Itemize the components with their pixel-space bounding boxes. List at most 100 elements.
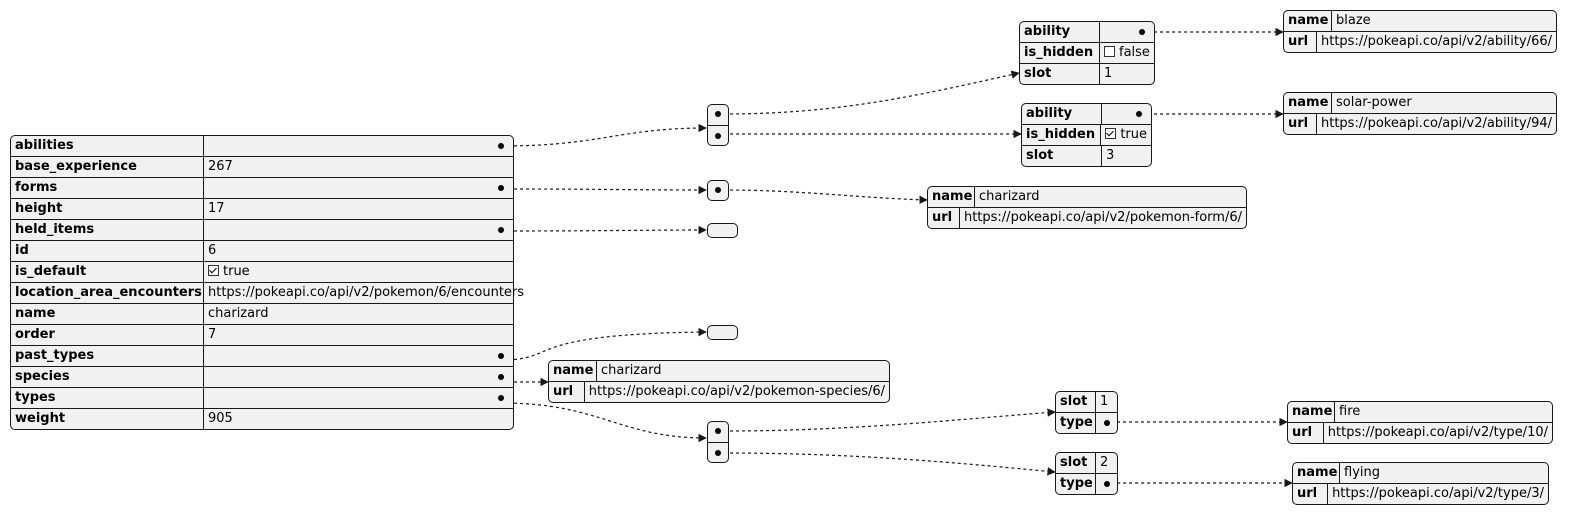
- row-name: name blaze: [1284, 11, 1556, 31]
- key-name: name: [1284, 93, 1332, 113]
- key-held-items: held_items: [11, 220, 204, 240]
- array-item[interactable]: [708, 105, 728, 125]
- link-dot[interactable]: [498, 395, 504, 401]
- connector-types-1: [723, 452, 1056, 476]
- row-url: url https://pokeapi.co/api/v2/ability/66…: [1284, 31, 1556, 52]
- key-slot: slot: [1056, 453, 1096, 473]
- forms-array: [707, 180, 729, 201]
- value-url: https://pokeapi.co/api/v2/ability/94/: [1320, 116, 1552, 131]
- ability-object-blaze: name blaze url https://pokeapi.co/api/v2…: [1283, 10, 1557, 53]
- root-row-forms: forms: [11, 177, 513, 198]
- link-dot[interactable]: [1104, 420, 1110, 426]
- link-dot[interactable]: [498, 185, 504, 191]
- link-dot[interactable]: [498, 374, 504, 380]
- root-row-past-types: past_types: [11, 345, 513, 366]
- value-height: 17: [208, 201, 225, 216]
- value-slot: 3: [1106, 148, 1115, 163]
- connector-types: [501, 402, 707, 443]
- link-dot[interactable]: [715, 187, 721, 193]
- root-row-order: order 7: [11, 324, 513, 345]
- key-types: types: [11, 388, 204, 408]
- key-weight: weight: [11, 409, 204, 429]
- value-type[interactable]: [1096, 413, 1117, 433]
- link-dot[interactable]: [715, 428, 721, 434]
- type-object-flying: name flying url https://pokeapi.co/api/v…: [1292, 462, 1549, 505]
- link-dot[interactable]: [1139, 29, 1145, 35]
- value-weight: 905: [208, 411, 233, 426]
- row-slot: slot 1: [1056, 392, 1117, 412]
- key-species: species: [11, 367, 204, 387]
- row-is-hidden: is_hidden false: [1020, 42, 1154, 63]
- key-name: name: [1288, 402, 1335, 422]
- link-dot[interactable]: [498, 143, 504, 149]
- value-id: 6: [208, 243, 217, 258]
- row-url: url https://pokeapi.co/api/v2/pokemon-fo…: [928, 207, 1246, 228]
- key-ability: ability: [1020, 22, 1100, 42]
- key-past-types: past_types: [11, 346, 204, 366]
- link-dot[interactable]: [1136, 111, 1142, 117]
- key-name: name: [11, 304, 204, 324]
- connector-abilities-0: [723, 70, 1020, 115]
- held-items-empty-array: [707, 223, 738, 238]
- value-held-items[interactable]: [204, 220, 513, 240]
- value-types[interactable]: [204, 388, 513, 408]
- row-url: url https://pokeapi.co/api/v2/type/10/: [1288, 422, 1552, 443]
- row-name: name fire: [1288, 402, 1552, 422]
- root-table: abilities base_experience 267 forms heig…: [10, 135, 524, 430]
- key-name: name: [928, 187, 975, 207]
- value-name: charizard: [979, 189, 1040, 204]
- array-item[interactable]: [708, 422, 728, 442]
- key-name: name: [1284, 11, 1332, 31]
- value-forms[interactable]: [204, 178, 513, 198]
- root-row-abilities: abilities: [11, 136, 513, 156]
- link-dot[interactable]: [715, 133, 721, 139]
- key-abilities: abilities: [11, 136, 204, 156]
- past-types-empty-array: [707, 325, 738, 340]
- checkbox-unchecked-icon: [1104, 46, 1115, 57]
- row-ability: ability: [1022, 104, 1151, 124]
- ability-entry-0: ability is_hidden false slot 1: [1019, 21, 1155, 85]
- link-dot[interactable]: [715, 111, 721, 117]
- types-array: [707, 421, 729, 463]
- value-type[interactable]: [1096, 474, 1117, 494]
- row-ability: ability: [1020, 22, 1154, 42]
- value-ability[interactable]: [1100, 22, 1154, 42]
- root-row-name: name charizard: [11, 303, 513, 324]
- connector-types-0: [723, 408, 1056, 432]
- key-is-default: is_default: [11, 262, 204, 282]
- is-default-text: true: [223, 264, 250, 279]
- link-dot[interactable]: [498, 227, 504, 233]
- root-row-weight: weight 905: [11, 408, 513, 429]
- link-dot[interactable]: [498, 353, 504, 359]
- array-item[interactable]: [708, 125, 728, 146]
- key-forms: forms: [11, 178, 204, 198]
- array-item[interactable]: [708, 181, 728, 201]
- row-name: name charizard: [928, 187, 1246, 207]
- row-is-hidden: is_hidden true: [1022, 124, 1151, 145]
- type-object-fire: name fire url https://pokeapi.co/api/v2/…: [1287, 401, 1553, 444]
- connector-past-types: [501, 327, 707, 361]
- value-species[interactable]: [204, 367, 513, 387]
- ability-entry-1: ability is_hidden true slot 3: [1021, 103, 1152, 167]
- link-dot[interactable]: [1104, 481, 1110, 487]
- key-url: url: [1293, 484, 1329, 504]
- value-url: https://pokeapi.co/api/v2/type/10/: [1327, 425, 1548, 440]
- value-url: https://pokeapi.co/api/v2/type/3/: [1332, 486, 1544, 501]
- value-abilities[interactable]: [204, 136, 513, 156]
- array-item[interactable]: [708, 442, 728, 463]
- row-type: type: [1056, 412, 1117, 433]
- key-slot: slot: [1056, 392, 1096, 412]
- value-past-types[interactable]: [204, 346, 513, 366]
- is-hidden-text: true: [1120, 127, 1147, 142]
- key-is-hidden: is_hidden: [1020, 43, 1100, 63]
- key-url: url: [549, 382, 585, 402]
- link-dot[interactable]: [715, 450, 721, 456]
- key-url: url: [1284, 114, 1317, 134]
- value-name: solar-power: [1336, 95, 1412, 110]
- key-name: name: [549, 361, 597, 381]
- key-ability: ability: [1022, 104, 1102, 124]
- species-object: name charizard url https://pokeapi.co/ap…: [548, 360, 890, 403]
- value-ability[interactable]: [1102, 104, 1151, 124]
- key-slot: slot: [1022, 146, 1102, 166]
- key-url: url: [1288, 423, 1324, 443]
